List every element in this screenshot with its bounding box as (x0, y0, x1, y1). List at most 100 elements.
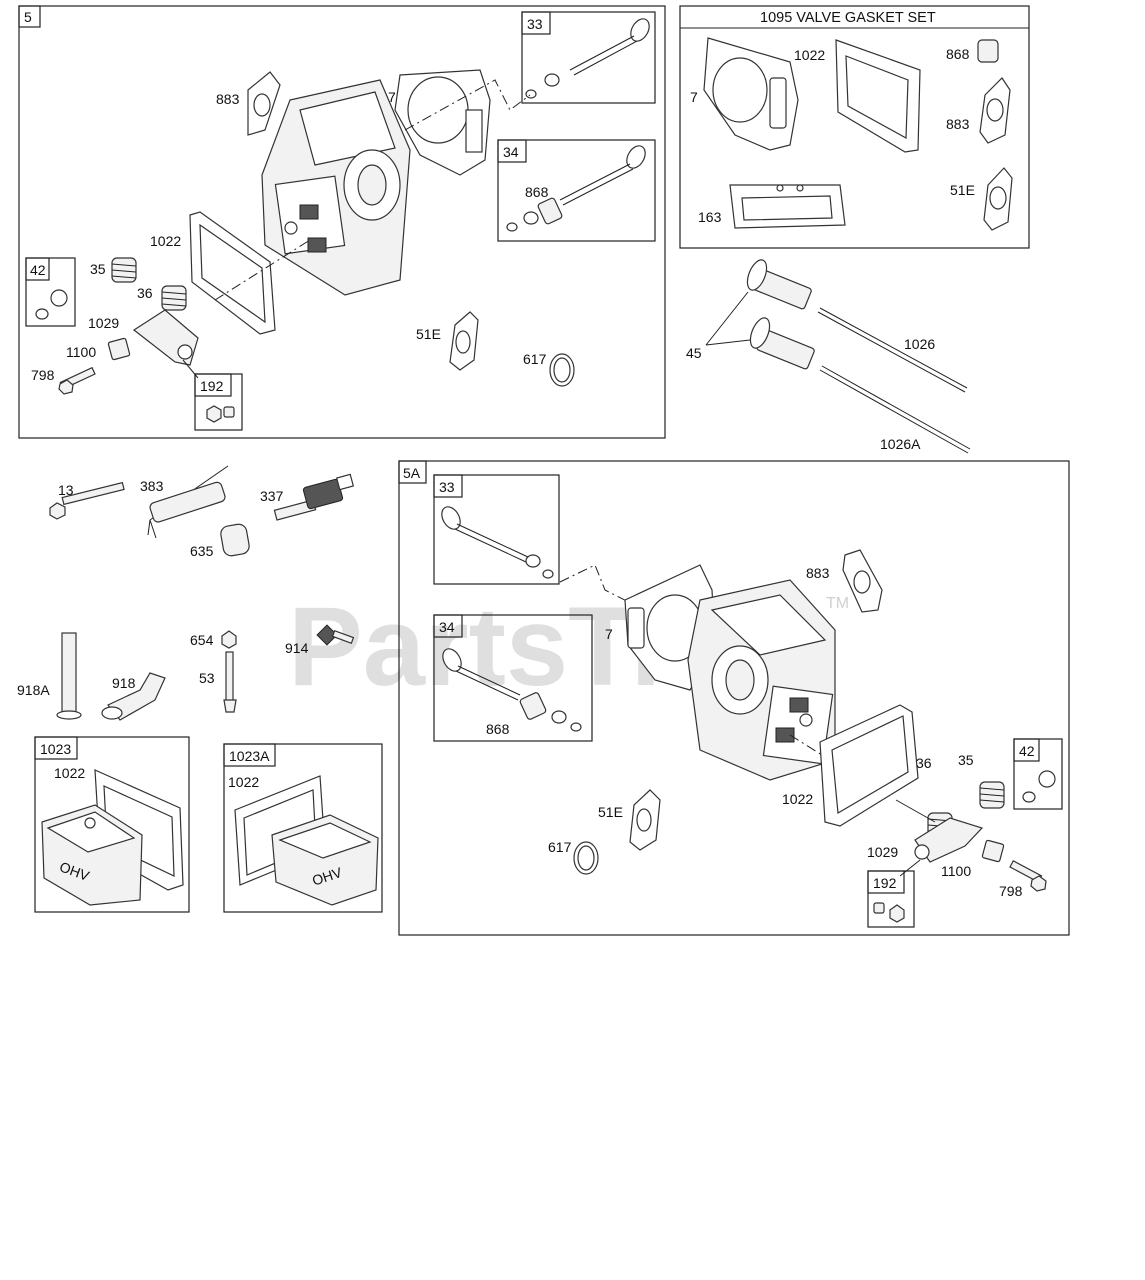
subbox-42-label: 42 (30, 262, 46, 278)
label-36: 36 (916, 755, 932, 771)
label-383: 383 (140, 478, 164, 494)
cylinder-head-icon (261, 79, 411, 296)
rocker-arm-icon (132, 309, 199, 366)
label-53: 53 (199, 670, 215, 686)
subbox-33-label: 33 (439, 479, 455, 495)
spring-icon (111, 257, 137, 283)
exhaust-gasket-icon (983, 167, 1013, 231)
tappets-pushrods: 45 1026 1026A (686, 259, 971, 454)
cylinder-head-icon (687, 579, 836, 781)
subbox-33-label: 33 (527, 16, 543, 32)
panel-5: 5 33 34 868 42 (18, 5, 666, 439)
label-1026A: 1026A (880, 436, 921, 452)
seal-ring-icon (573, 841, 599, 875)
panel-1023A-label: 1023A (229, 748, 270, 764)
loose-parts: 13 383 337 635 654 914 53 918A 918 (17, 465, 355, 721)
label-1022: 1022 (228, 774, 259, 790)
label-7: 7 (690, 89, 698, 105)
label-868: 868 (486, 721, 510, 737)
label-7: 7 (388, 89, 396, 105)
label-35: 35 (90, 261, 106, 277)
spark-plug-icon (273, 473, 355, 521)
label-163: 163 (698, 209, 722, 225)
guide-plate-icon (107, 337, 131, 361)
label-798: 798 (31, 367, 55, 383)
subbox-192-label: 192 (873, 875, 897, 891)
nut-icon (1022, 770, 1056, 803)
panel-valve-gasket-set: 1095 VALVE GASKET SET 7 1022 868 (679, 5, 1030, 249)
guide-plate-icon (981, 839, 1005, 863)
subbox-192-label: 192 (200, 378, 224, 394)
label-337: 337 (260, 488, 284, 504)
exhaust-gasket-icon (629, 789, 661, 851)
panel-1023A: 1023A OHV 1022 (223, 743, 383, 913)
spark-plug-boot-icon (220, 523, 250, 557)
bolt-icon (316, 624, 355, 646)
rocker-arm-icon (914, 817, 984, 863)
bolt-icon (58, 366, 96, 395)
valve-seal-icon (977, 39, 999, 63)
seal-ring-icon (549, 353, 575, 387)
valve-cover-icon: OHV (41, 804, 143, 906)
label-1022: 1022 (782, 791, 813, 807)
label-36: 36 (137, 285, 153, 301)
label-914: 914 (285, 640, 309, 656)
exhaust-gasket-icon (449, 311, 479, 371)
label-1029: 1029 (88, 315, 119, 331)
label-1029: 1029 (867, 844, 898, 860)
cover-gasket-icon (819, 704, 919, 827)
valve-icon (441, 506, 554, 579)
intake-gasket-icon (979, 77, 1011, 144)
valve-cover-icon: OHV (271, 814, 379, 906)
label-1100: 1100 (66, 344, 96, 360)
pushrod-icon (819, 365, 971, 454)
tappet-icon (749, 317, 815, 370)
label-798: 798 (999, 883, 1023, 899)
intake-gasket-icon (842, 549, 883, 613)
subbox-42-label: 42 (1019, 743, 1035, 759)
panel-5A-label: 5A (403, 465, 421, 481)
watermark-tm: TM (826, 595, 849, 612)
breather-hose-icon (101, 672, 166, 721)
nut-icon (206, 405, 235, 423)
label-868: 868 (946, 46, 970, 62)
label-1100: 1100 (941, 863, 971, 879)
label-51E: 51E (416, 326, 441, 342)
label-883: 883 (216, 91, 240, 107)
label-918: 918 (112, 675, 136, 691)
gasket-set-title: 1095 VALVE GASKET SET (760, 10, 936, 26)
label-1022: 1022 (54, 765, 85, 781)
panel-5-label: 5 (24, 9, 32, 25)
intake-gasket-icon (247, 71, 281, 136)
valve-icon (442, 648, 582, 732)
label-13: 13 (58, 482, 74, 498)
panel-5A: 5A 33 34 868 42 (398, 460, 1070, 936)
pushrod-icon (817, 307, 968, 393)
label-617: 617 (523, 351, 547, 367)
valve-icon (506, 145, 646, 232)
label-883: 883 (946, 116, 970, 132)
subbox-34-label: 34 (439, 619, 455, 635)
nut-icon (35, 289, 68, 320)
label-1026: 1026 (904, 336, 935, 352)
breather-gasket-icon (729, 184, 846, 229)
label-51E: 51E (950, 182, 975, 198)
subbox-34-label: 34 (503, 144, 519, 160)
cover-gasket-icon (189, 211, 276, 335)
spring-icon (161, 285, 187, 311)
panel-1023-label: 1023 (40, 741, 71, 757)
label-35: 35 (958, 752, 974, 768)
dipstick-tube-icon (147, 465, 229, 539)
label-868: 868 (525, 184, 549, 200)
nut-icon (873, 902, 905, 923)
label-617: 617 (548, 839, 572, 855)
label-1022: 1022 (150, 233, 181, 249)
cover-gasket-icon (835, 39, 921, 153)
label-45: 45 (686, 345, 702, 361)
stud-icon (223, 651, 237, 713)
bolt-icon (1009, 860, 1047, 892)
label-654: 654 (190, 632, 214, 648)
label-1022: 1022 (794, 47, 825, 63)
valve-icon (525, 18, 650, 99)
